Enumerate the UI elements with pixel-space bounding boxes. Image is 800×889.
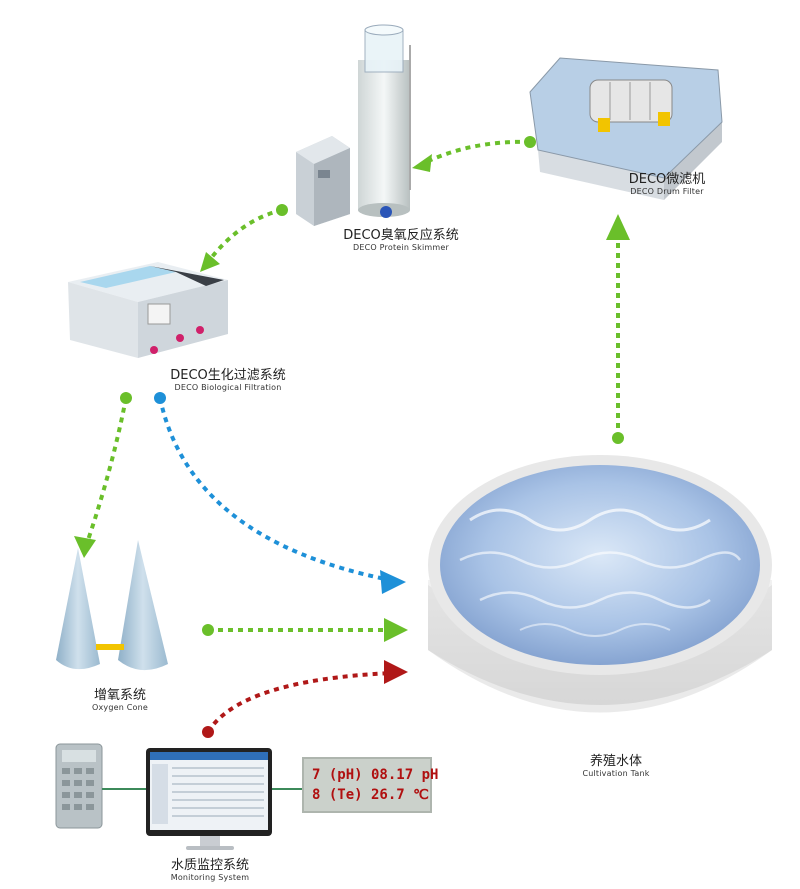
flow-monitoring-to-tank (202, 660, 408, 738)
flow-drum-to-skimmer (412, 136, 536, 172)
flow-oxygen-cone-to-tank (202, 618, 408, 642)
protein-skimmer-title: DECO臭氧反应系统 (343, 228, 459, 243)
biological-filtration-title: DECO生化过滤系统 (170, 368, 286, 383)
biological-filtration-subtitle: DECO Biological Filtration (174, 383, 282, 392)
drum-filter-subtitle: DECO Drum Filter (630, 187, 704, 196)
temperature-readout: 8 (Te) 26.7 ℃ (312, 787, 429, 803)
flow-biofilter-to-oxygen-cone (74, 392, 132, 558)
drum-filter-illustration (529, 57, 723, 200)
biological-filtration-illustration (68, 262, 228, 358)
monitoring-system-subtitle: Monitoring System (170, 873, 250, 882)
ph-readout: 7 (pH) 08.17 pH (312, 767, 439, 783)
oxygen-cone-label: 增氧系统 Oxygen Cone (60, 684, 180, 712)
monitoring-system-title: 水质监控系统 (170, 858, 249, 873)
flow-skimmer-to-biofilter (200, 204, 288, 272)
biological-filtration-label: DECO生化过滤系统 DECO Biological Filtration (148, 364, 308, 392)
flow-tank-to-drum (606, 214, 630, 444)
cultivation-tank-label: 养殖水体 Cultivation Tank (556, 750, 676, 778)
oxygen-cone-title: 增氧系统 (93, 688, 146, 703)
monitoring-system-label: 水质监控系统 Monitoring System (150, 854, 270, 882)
cultivation-tank-subtitle: Cultivation Tank (582, 769, 650, 778)
protein-skimmer-subtitle: DECO Protein Skimmer (353, 243, 449, 252)
protein-skimmer-label: DECO臭氧反应系统 DECO Protein Skimmer (326, 224, 476, 252)
monitoring-system-illustration (55, 743, 302, 850)
protein-skimmer-illustration (296, 24, 411, 226)
cultivation-tank-illustration (428, 455, 772, 713)
oxygen-cone-illustration (56, 540, 168, 671)
water-quality-display: 7 (pH) 08.17 pH 8 (Te) 26.7 ℃ (302, 757, 439, 813)
drum-filter-label: DECO微滤机 DECO Drum Filter (602, 168, 732, 196)
drum-filter-title: DECO微滤机 (628, 172, 706, 187)
flow-biofilter-to-tank (154, 392, 406, 594)
cultivation-tank-title: 养殖水体 (589, 754, 642, 769)
oxygen-cone-subtitle: Oxygen Cone (91, 703, 149, 712)
